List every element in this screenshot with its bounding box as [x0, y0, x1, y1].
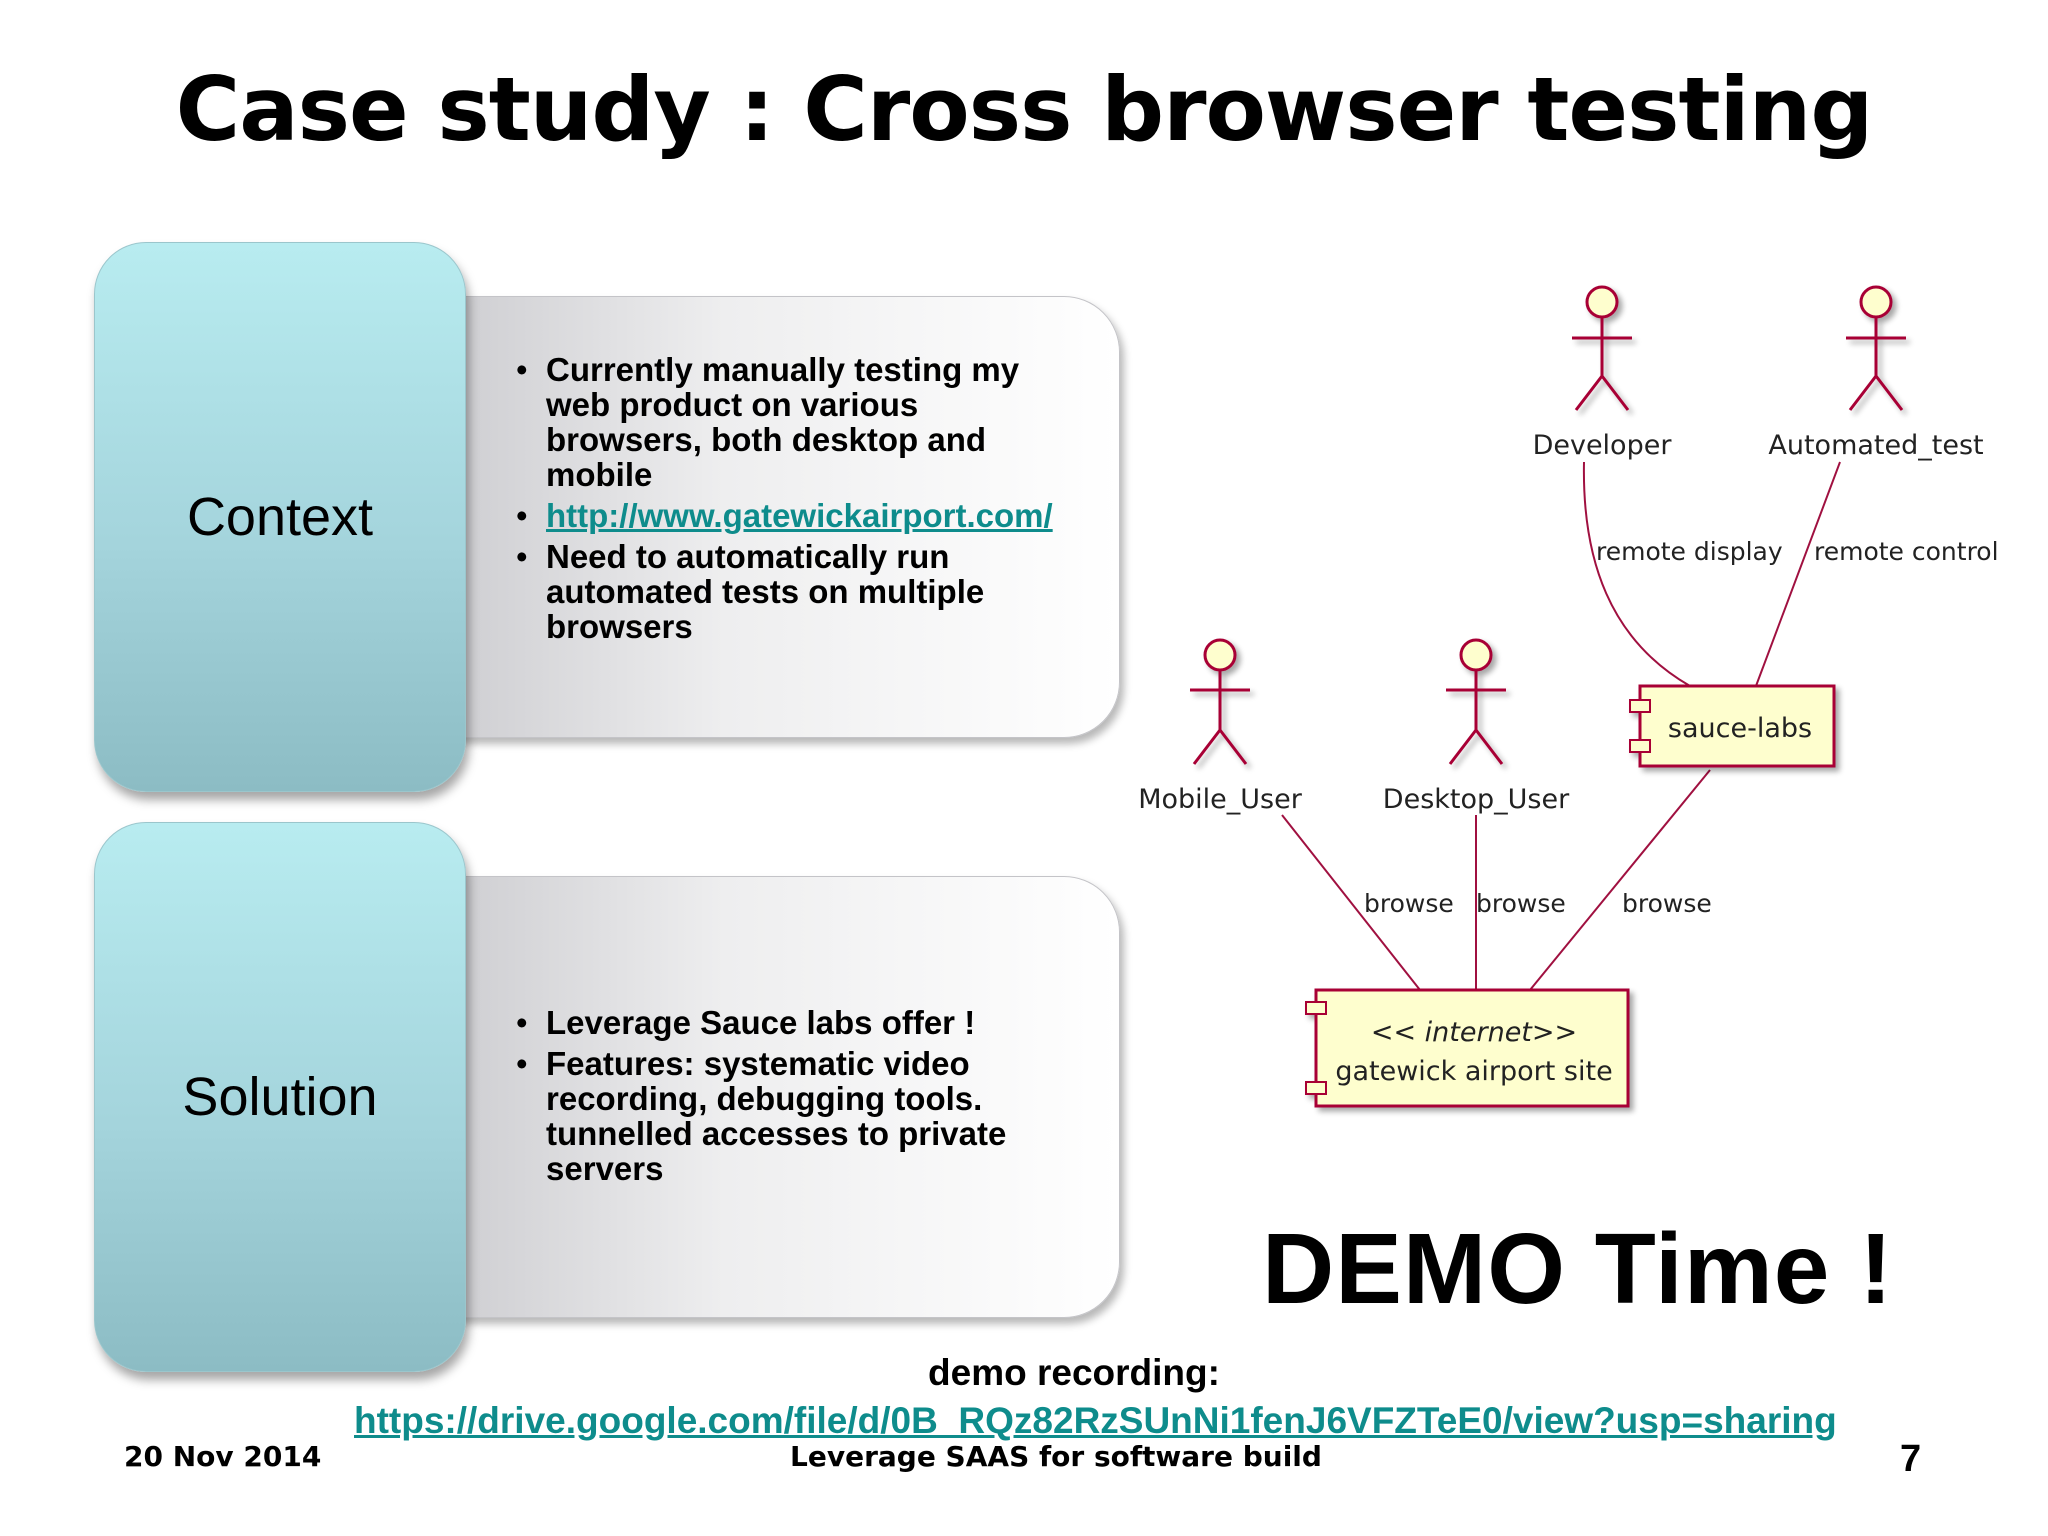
browse-desktop-label: browse — [1476, 889, 1566, 918]
automated-test-actor-icon — [1846, 285, 1906, 411]
desktop-user-label: Desktop_User — [1383, 784, 1570, 815]
edge-browse-mobile — [1281, 814, 1421, 991]
bullet-icon: • — [516, 351, 528, 388]
developer-label: Developer — [1533, 430, 1673, 461]
context-panel — [400, 296, 1120, 738]
slide-title: Case study : Cross browser testing — [175, 58, 1874, 161]
edge-remote-control — [1755, 461, 1841, 687]
site-name-label: gatewick airport site — [1335, 1056, 1612, 1087]
remote-display-label: remote display — [1596, 537, 1783, 566]
footer-date: 20 Nov 2014 — [124, 1440, 322, 1473]
bullet-icon: • — [516, 1004, 528, 1041]
context-bullet-text: Currently manually testing my web produc… — [546, 351, 1020, 493]
demo-caption: demo recording: — [928, 1352, 1220, 1393]
demo-heading: DEMO Time ! — [1262, 1213, 1894, 1325]
gatewick-link[interactable]: http://www.gatewickairport.com/ — [546, 497, 1053, 534]
context-heading: Context — [94, 242, 466, 792]
solution-bullet: • Features: systematic video recording, … — [516, 1046, 1056, 1186]
edge-remote-display — [1582, 461, 1691, 687]
context-bullet: • Currently manually testing my web prod… — [516, 352, 1056, 492]
demo-recording-link[interactable]: https://drive.google.com/file/d/0B_RQz82… — [354, 1400, 1837, 1441]
context-bullet: • http://www.gatewickairport.com/ — [516, 498, 1056, 533]
mobile-user-label: Mobile_User — [1138, 784, 1303, 815]
site-stereotype-label: << internet>> — [1371, 1017, 1577, 1048]
context-bullet: • Need to automatically run automated te… — [516, 539, 1056, 644]
developer-actor-icon — [1572, 285, 1632, 411]
desktop-user-actor-icon — [1446, 638, 1506, 765]
solution-bullets: • Leverage Sauce labs offer ! • Features… — [516, 1005, 1056, 1192]
browse-sauce-label: browse — [1622, 889, 1712, 918]
page-number: 7 — [1900, 1438, 1922, 1480]
bullet-icon: • — [516, 497, 528, 534]
solution-bullet-text: Features: systematic video recording, de… — [546, 1045, 1007, 1187]
edge-browse-sauce — [1529, 769, 1711, 991]
solution-bullet-text: Leverage Sauce labs offer ! — [546, 1004, 976, 1041]
remote-control-label: remote control — [1814, 537, 1999, 566]
context-bullets: • Currently manually testing my web prod… — [516, 352, 1056, 650]
browse-mobile-label: browse — [1364, 889, 1454, 918]
solution-panel — [400, 876, 1120, 1318]
solution-bullet: • Leverage Sauce labs offer ! — [516, 1005, 1056, 1040]
sauce-labs-component — [1629, 684, 1836, 768]
solution-heading: Solution — [94, 822, 466, 1372]
mobile-user-actor-icon — [1190, 638, 1250, 765]
gatewick-site-component — [1305, 988, 1630, 1108]
bullet-icon: • — [516, 1045, 528, 1082]
sauce-labs-label: sauce-labs — [1668, 713, 1812, 744]
footer-title: Leverage SAAS for software build — [790, 1440, 1322, 1473]
bullet-icon: • — [516, 538, 528, 575]
context-bullet-text: Need to automatically run automated test… — [546, 538, 985, 645]
automated-test-label: Automated_test — [1768, 430, 1983, 461]
